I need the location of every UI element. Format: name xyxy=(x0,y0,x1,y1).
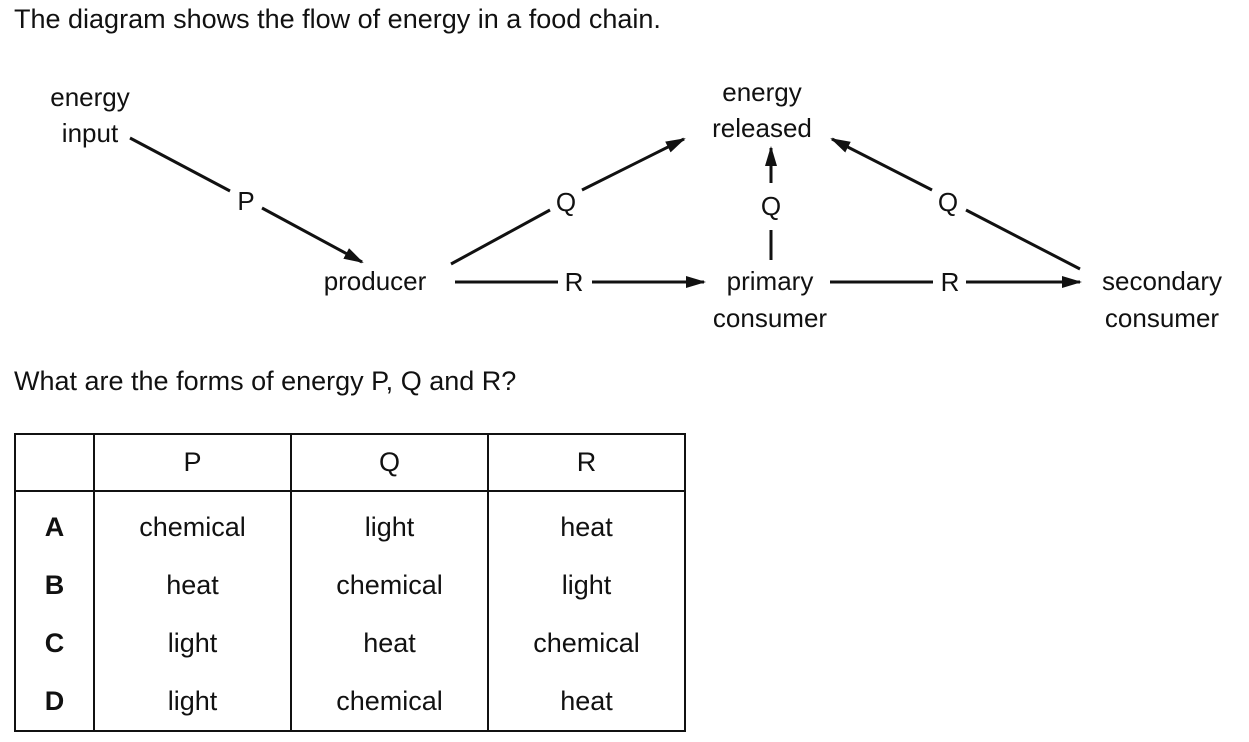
table-row[interactable]: D light chemical heat xyxy=(14,672,686,731)
producer-label: producer xyxy=(324,266,427,296)
secondary-consumer-label-line2: consumer xyxy=(1105,303,1219,333)
secondary-consumer-label-line1: secondary xyxy=(1102,266,1222,296)
option-r-value: chemical xyxy=(487,614,686,672)
table-row[interactable]: B heat chemical light xyxy=(14,556,686,614)
arrow-p-segment-1 xyxy=(129,136,231,193)
option-key: B xyxy=(14,556,95,614)
arrow-r-right-label: R xyxy=(941,267,960,297)
primary-consumer-label-line1: primary xyxy=(727,266,814,296)
question-text: What are the forms of energy P, Q and R? xyxy=(14,366,517,396)
energy-released-label-line1: energy xyxy=(722,77,802,107)
arrow-p-segment-2 xyxy=(261,206,364,264)
option-r-value: heat xyxy=(487,672,686,731)
primary-consumer-label-line2: consumer xyxy=(713,303,827,333)
arrow-q-left-segment-1 xyxy=(450,208,551,266)
arrow-q-right-segment-1 xyxy=(965,208,1081,271)
option-r-value: light xyxy=(487,556,686,614)
option-p-value: light xyxy=(93,672,292,731)
arrow-q-right-segment-2 xyxy=(830,137,933,192)
header-key-cell xyxy=(14,434,95,492)
arrow-q-right-label: Q xyxy=(938,187,958,217)
arrow-q-left-segment-2 xyxy=(581,137,686,192)
option-p-value: heat xyxy=(93,556,292,614)
energy-flow-diagram: energy input energy released producer pr… xyxy=(50,77,1222,333)
answer-options-table: P Q R A chemical light heat B heat chemi… xyxy=(14,433,686,732)
option-q-value: light xyxy=(290,491,489,556)
arrow-q-middle-label: Q xyxy=(761,191,781,221)
table-row[interactable]: C light heat chemical xyxy=(14,614,686,672)
table-header-row: P Q R xyxy=(14,434,686,492)
arrow-p-label: P xyxy=(237,186,254,216)
table-row[interactable]: A chemical light heat xyxy=(14,491,686,556)
energy-released-label-line2: released xyxy=(712,113,812,143)
energy-input-label-line1: energy xyxy=(50,82,130,112)
intro-text: The diagram shows the flow of energy in … xyxy=(14,4,661,34)
header-p-cell: P xyxy=(93,434,292,492)
option-key: D xyxy=(14,672,95,731)
option-r-value: heat xyxy=(487,491,686,556)
arrow-r-left-label: R xyxy=(565,267,584,297)
option-q-value: heat xyxy=(290,614,489,672)
option-p-value: light xyxy=(93,614,292,672)
option-q-value: chemical xyxy=(290,556,489,614)
header-r-cell: R xyxy=(487,434,686,492)
option-key: C xyxy=(14,614,95,672)
option-p-value: chemical xyxy=(93,491,292,556)
option-q-value: chemical xyxy=(290,672,489,731)
arrow-q-left-label: Q xyxy=(556,187,576,217)
energy-input-label-line2: input xyxy=(62,118,119,148)
option-key: A xyxy=(14,491,95,556)
header-q-cell: Q xyxy=(290,434,489,492)
